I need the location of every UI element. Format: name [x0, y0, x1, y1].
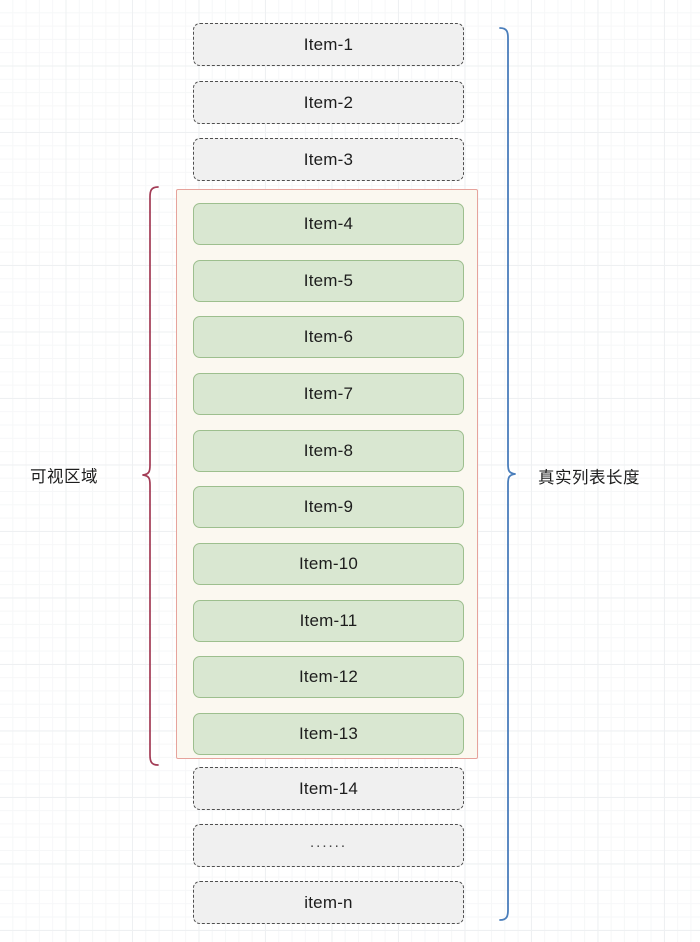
list-item-label: Item-3 — [303, 149, 354, 169]
list-item-active[interactable]: Item-6 — [193, 316, 464, 358]
list-item-label: Item-6 — [303, 327, 354, 346]
list-item-label: Item-8 — [303, 441, 354, 460]
list-item-active[interactable]: Item-7 — [193, 373, 464, 415]
list-item-ghost[interactable]: Item-1 — [193, 23, 464, 66]
viewport-brace-left — [141, 182, 165, 770]
list-item-ghost[interactable]: Item-2 — [193, 81, 464, 124]
list-item-label: Item-10 — [298, 554, 359, 573]
list-item-label: Item-4 — [303, 214, 354, 233]
list-item-label: ...... — [309, 834, 347, 851]
total-length-brace-right — [496, 23, 522, 929]
list-item-active[interactable]: Item-11 — [193, 600, 464, 642]
list-item-ghost-ellipsis[interactable]: ...... — [193, 824, 464, 867]
label-visible-area: 可视区域 — [30, 468, 98, 486]
list-item-label: Item-12 — [298, 667, 359, 686]
list-item-active[interactable]: Item-5 — [193, 260, 464, 302]
list-item-ghost[interactable]: item-n — [193, 881, 464, 924]
list-item-active[interactable]: Item-13 — [193, 713, 464, 755]
list-item-ghost[interactable]: Item-14 — [193, 767, 464, 810]
list-item-label: Item-2 — [303, 92, 354, 112]
list-item-label: Item-7 — [303, 384, 354, 403]
list-item-ghost[interactable]: Item-3 — [193, 138, 464, 181]
list-item-active[interactable]: Item-4 — [193, 203, 464, 245]
label-real-list-length: 真实列表长度 — [538, 469, 640, 487]
list-item-label: Item-1 — [303, 34, 354, 54]
list-item-label: Item-11 — [299, 611, 358, 630]
list-item-active[interactable]: Item-10 — [193, 543, 464, 585]
list-item-label: Item-9 — [303, 497, 354, 516]
list-item-active[interactable]: Item-9 — [193, 486, 464, 528]
list-item-active[interactable]: Item-8 — [193, 430, 464, 472]
list-item-label: Item-13 — [298, 724, 359, 743]
list-item-label: Item-5 — [303, 271, 354, 290]
list-item-label: item-n — [304, 892, 353, 912]
list-item-label: Item-14 — [298, 778, 359, 798]
list-item-active[interactable]: Item-12 — [193, 656, 464, 698]
